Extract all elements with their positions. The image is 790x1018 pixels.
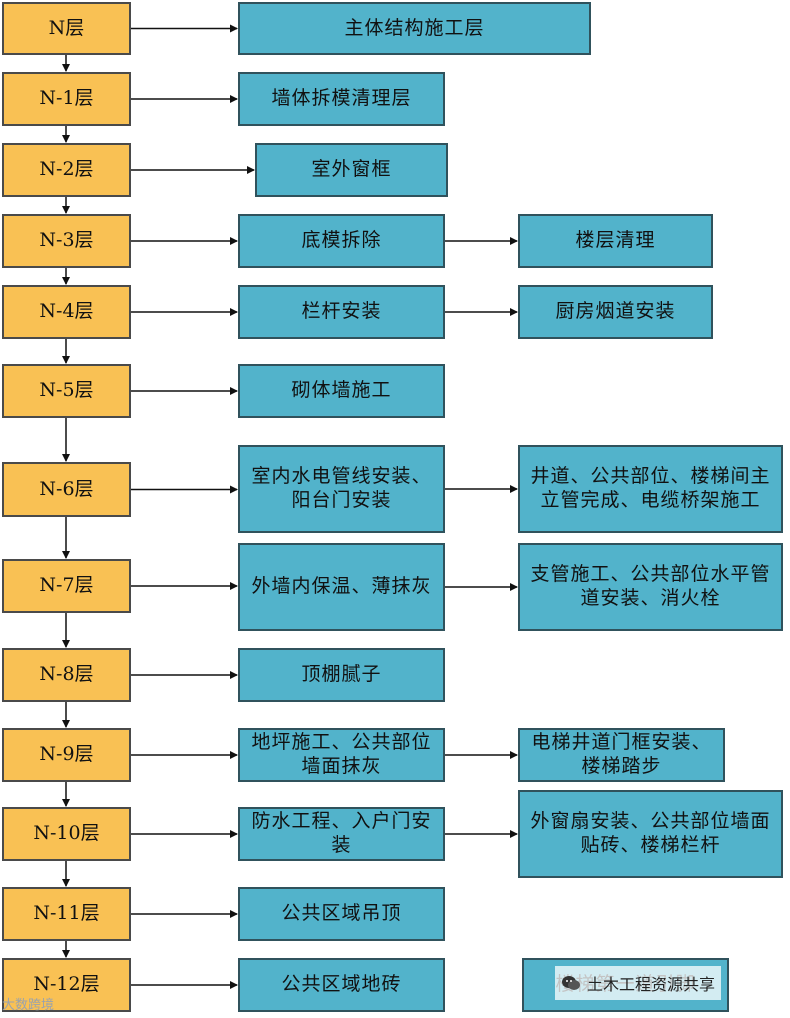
task-box: 砌体墙施工 <box>238 364 445 418</box>
task-box: 室外窗框 <box>255 143 448 197</box>
followup-box: 厨房烟道安装 <box>518 285 713 339</box>
layer-box: N-11层 <box>2 887 131 941</box>
task-box: 地坪施工、公共部位墙面抹灰 <box>238 728 445 782</box>
layer-box: N-7层 <box>2 559 131 613</box>
followup-box: 楼层清理 <box>518 214 713 268</box>
task-box: 墙体拆模清理层 <box>238 72 445 126</box>
layer-box: N-9层 <box>2 728 131 782</box>
layer-box: N-12层 <box>2 958 131 1012</box>
followup-box: 外窗扇安装、公共部位墙面贴砖、楼梯栏杆 <box>518 790 783 878</box>
task-box: 外墙内保温、薄抹灰 <box>238 543 445 631</box>
layer-box: N-3层 <box>2 214 131 268</box>
layer-box: N-10层 <box>2 807 131 861</box>
watermark-left: 大数跨境 <box>2 998 55 1013</box>
task-box: 底模拆除 <box>238 214 445 268</box>
task-box: 公共区域吊顶 <box>238 887 445 941</box>
task-box: 顶棚腻子 <box>238 648 445 702</box>
task-box: 室内水电管线安装、阳台门安装 <box>238 445 445 533</box>
layer-box: N-4层 <box>2 285 131 339</box>
task-box: 主体结构施工层 <box>238 2 591 55</box>
followup-box: 电梯井道门框安装、楼梯踏步 <box>518 728 725 782</box>
task-box: 公共区域地砖 <box>238 958 445 1012</box>
layer-box: N-6层 <box>2 462 131 517</box>
layer-box: N-5层 <box>2 364 131 418</box>
task-box: 栏杆安装 <box>238 285 445 339</box>
layer-box: N层 <box>2 2 131 55</box>
wechat-icon <box>562 976 580 990</box>
layer-box: N-2层 <box>2 143 131 197</box>
layer-box: N-8层 <box>2 648 131 702</box>
followup-box: 支管施工、公共部位水平管道安装、消火栓 <box>518 543 783 631</box>
layer-box: N-1层 <box>2 72 131 126</box>
followup-box: 井道、公共部位、楼梯间主立管完成、电缆桥架施工 <box>518 445 783 533</box>
watermark-right-text: 土木工程资源共享 <box>587 975 716 994</box>
watermark-right: 土木工程资源共享 <box>555 966 722 1000</box>
task-box: 防水工程、入户门安装 <box>238 807 445 861</box>
